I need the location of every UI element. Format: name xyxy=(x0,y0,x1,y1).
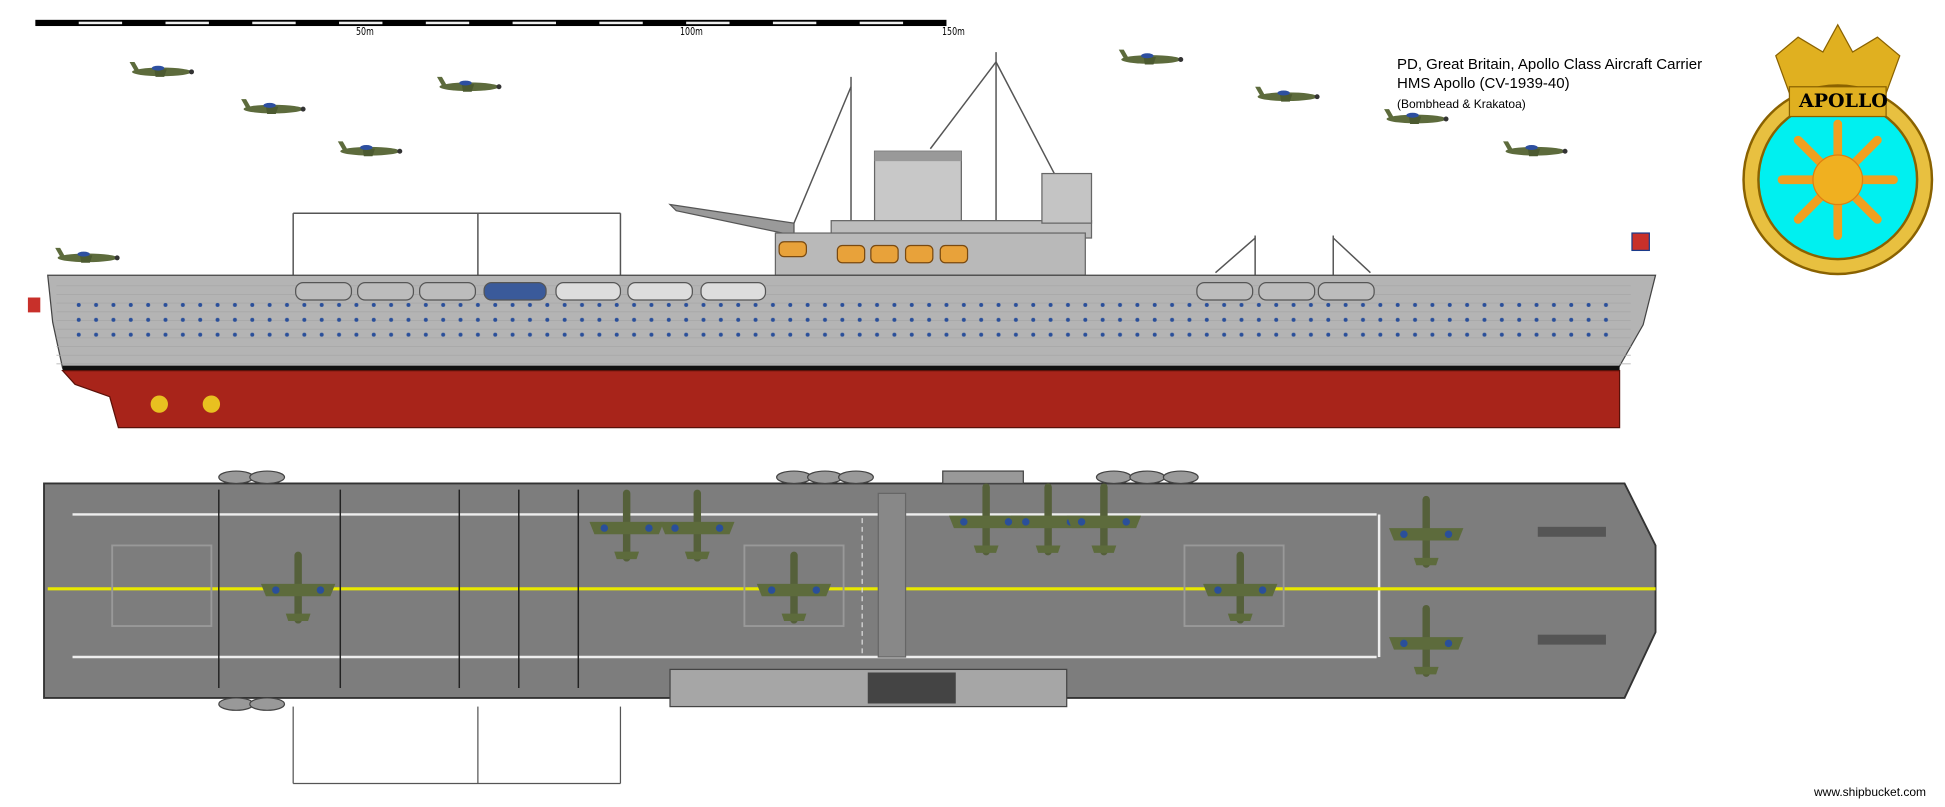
flying-aircraft xyxy=(55,49,1568,263)
scale-label-50m: 50m xyxy=(356,25,374,38)
crest-name: APOLLO xyxy=(1799,90,1888,112)
scale-label-100m: 100m xyxy=(680,25,703,38)
scale-label-150m: 150m xyxy=(942,25,965,38)
scale-bar xyxy=(35,19,947,27)
credits: (Bombhead & Krakatoa) xyxy=(1397,97,1526,111)
title-line-1: PD, Great Britain, Apollo Class Aircraft… xyxy=(1397,56,1703,73)
top-view xyxy=(43,470,1657,785)
title-line-2: HMS Apollo (CV-1939-40) xyxy=(1397,75,1570,92)
side-profile xyxy=(27,52,1657,429)
watermark: www.shipbucket.com xyxy=(1814,785,1927,799)
ship-crest xyxy=(1742,23,1934,276)
